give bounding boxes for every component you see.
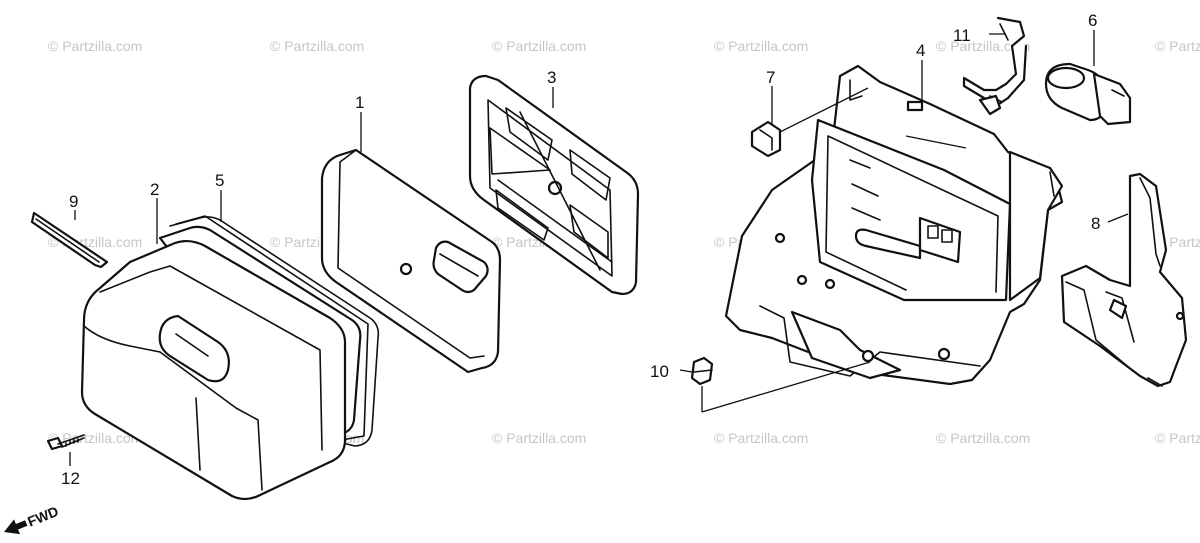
watermark: © Partzilla.com — [48, 38, 142, 54]
watermark: © Partzilla.com — [270, 38, 364, 54]
watermark: © Partzilla.com — [1155, 38, 1200, 54]
callout-9: 9 — [69, 192, 78, 211]
callout-4: 4 — [916, 41, 925, 60]
callout-2: 2 — [150, 180, 159, 199]
callout-12: 12 — [61, 469, 80, 488]
watermark: © Partzilla.com — [1155, 430, 1200, 446]
watermark: © Partzilla.com — [48, 430, 142, 446]
part-6-connecting-tube[interactable] — [1044, 62, 1132, 126]
callout-6: 6 — [1088, 11, 1097, 30]
callout-11: 11 — [953, 26, 971, 45]
part-9-strip[interactable] — [30, 211, 109, 269]
part-4-air-cleaner-case[interactable] — [724, 64, 1064, 386]
arrow-icon — [4, 519, 28, 535]
part-12-screw[interactable] — [46, 434, 85, 451]
part-8-side-cover[interactable] — [1060, 172, 1188, 388]
watermark: © Partzilla.com — [936, 430, 1030, 446]
callout-7: 7 — [766, 68, 775, 87]
leader-lines — [69, 30, 1129, 466]
watermark: © Partzilla.com — [714, 38, 808, 54]
watermark: © Partzilla.com — [492, 38, 586, 54]
part-5-gasket[interactable] — [169, 215, 380, 447]
callout-10: 10 — [650, 362, 669, 381]
callout-5: 5 — [215, 171, 224, 190]
forward-direction-indicator: FWD — [4, 503, 61, 535]
part-1-filter-element[interactable] — [320, 148, 502, 374]
part-11-breather-holder[interactable] — [962, 16, 1028, 116]
part-2-air-cleaner-cover[interactable] — [80, 239, 347, 501]
callout-1: 1 — [355, 93, 364, 112]
watermark: © Partzilla.com — [492, 430, 586, 446]
part-3-element-frame[interactable] — [468, 74, 640, 296]
callout-labels: 9 2 5 1 3 7 4 11 6 8 10 12 — [61, 11, 1100, 488]
fwd-label: FWD — [25, 503, 61, 530]
watermark: © Partzilla.com — [936, 38, 1030, 54]
callout-3: 3 — [547, 68, 556, 87]
part-10-bolt[interactable] — [690, 356, 714, 386]
watermark: © Partzilla.com — [714, 430, 808, 446]
callout-8: 8 — [1091, 214, 1100, 233]
part-7-clip[interactable] — [750, 120, 782, 158]
